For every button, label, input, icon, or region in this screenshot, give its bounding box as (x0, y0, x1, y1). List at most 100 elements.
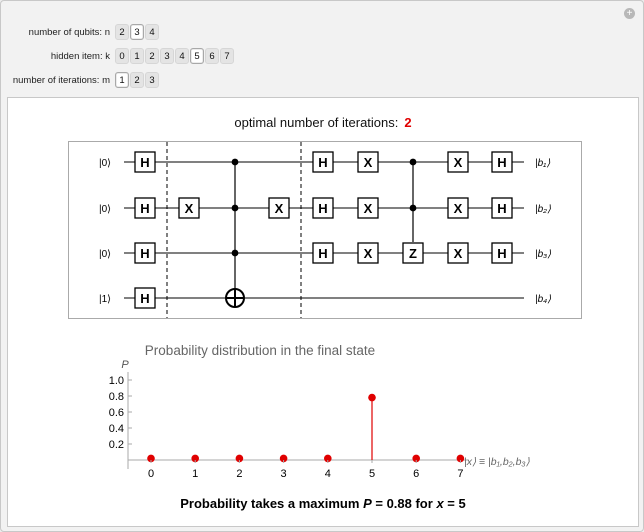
result-p-value: = 0.88 for (375, 496, 433, 511)
quantum-circuit: |0⟩ |0⟩ |0⟩ |1⟩ |b₁⟩ |b₂⟩ |b₃⟩ |b₄⟩ (68, 141, 582, 319)
x-gate: X (357, 197, 379, 219)
x-axis-label: |x⟩ ≡ |b₁,b₂,b₃⟩ (464, 456, 530, 468)
svg-text:H: H (318, 201, 327, 216)
svg-text:H: H (140, 201, 149, 216)
h-gate: H (491, 197, 513, 219)
option-button-1[interactable]: 1 (115, 72, 129, 88)
point-3 (279, 454, 288, 463)
result-p-label: P (363, 496, 372, 511)
svg-text:X: X (454, 246, 463, 261)
x-tick-label: 7 (457, 468, 463, 480)
y-tick-label: 0.6 (109, 407, 124, 419)
h-gate: H (312, 151, 334, 173)
svg-text:H: H (140, 291, 149, 306)
x-gate: X (178, 197, 200, 219)
h-gate: H (134, 287, 156, 309)
svg-text:X: X (364, 155, 373, 170)
h-gate: H (491, 151, 513, 173)
option-button-3[interactable]: 3 (130, 24, 144, 40)
svg-text:X: X (364, 201, 373, 216)
probability-chart: Probability distribution in the final st… (109, 343, 530, 480)
option-button-6[interactable]: 6 (205, 48, 219, 64)
y-tick-label: 1.0 (109, 375, 124, 387)
optimal-iterations: optimal number of iterations: 2 (8, 115, 638, 130)
control-dot-3 (231, 249, 239, 257)
option-button-2[interactable]: 2 (115, 24, 129, 40)
y-tick-label: 0.2 (109, 439, 124, 451)
x-tick-label: 2 (236, 468, 242, 480)
x-tick-label: 0 (148, 468, 154, 480)
x-gate: X (357, 151, 379, 173)
y-axis-label: P (121, 359, 129, 371)
h-gate: H (134, 242, 156, 264)
svg-text:H: H (497, 201, 506, 216)
control-dot-5 (409, 204, 417, 212)
point-0 (147, 454, 155, 463)
x-gate: X (357, 242, 379, 264)
z-gate: Z (402, 242, 424, 264)
option-button-3[interactable]: 3 (160, 48, 174, 64)
output-panel: optimal number of iterations: 2 |0⟩ |0⟩ |… (7, 97, 639, 527)
h-gate: H (491, 242, 513, 264)
point-7 (456, 454, 465, 463)
hidden-item-label: hidden item: k (50, 50, 110, 62)
option-button-3[interactable]: 3 (145, 72, 159, 88)
control-dot-2 (231, 204, 239, 212)
svg-text:H: H (318, 155, 327, 170)
h-gate: H (312, 242, 334, 264)
qubits-label: number of qubits: n (28, 26, 110, 38)
svg-text:X: X (275, 201, 284, 216)
option-button-2[interactable]: 2 (145, 48, 159, 64)
h-gate: H (134, 151, 156, 173)
option-button-4[interactable]: 4 (175, 48, 189, 64)
result-statement: Probability takes a maximum P = 0.88 for… (8, 496, 638, 511)
input-label-4: |1⟩ (99, 294, 111, 305)
svg-text:H: H (497, 155, 506, 170)
svg-text:H: H (140, 246, 149, 261)
optimal-label: optimal number of iterations: (234, 115, 399, 130)
svg-text:X: X (454, 201, 463, 216)
point-1 (191, 454, 199, 463)
x-tick-label: 4 (325, 468, 331, 480)
x-tick-label: 3 (281, 468, 287, 480)
svg-text:X: X (364, 246, 373, 261)
option-button-5[interactable]: 5 (190, 48, 204, 64)
optimal-value: 2 (404, 115, 412, 130)
svg-text:H: H (140, 155, 149, 170)
x-tick-label: 6 (413, 468, 419, 480)
svg-text:Z: Z (409, 246, 417, 261)
option-button-2[interactable]: 2 (130, 72, 144, 88)
option-button-7[interactable]: 7 (220, 48, 234, 64)
svg-text:H: H (318, 246, 327, 261)
gate-layer: H H H H X X H H H X X X Z X X X H H H (134, 151, 513, 309)
x-gate: X (447, 151, 469, 173)
input-label-3: |0⟩ (99, 249, 111, 260)
x-tick-label: 1 (192, 468, 198, 480)
output-label-1: |b₁⟩ (535, 158, 550, 169)
plus-icon[interactable]: + (624, 8, 635, 19)
y-tick-label: 0.8 (109, 391, 124, 403)
svg-text:X: X (454, 155, 463, 170)
option-button-1[interactable]: 1 (130, 48, 144, 64)
output-label-4: |b₄⟩ (535, 294, 551, 305)
x-tick-label: 5 (369, 468, 375, 480)
chart-title: Probability distribution in the final st… (145, 343, 375, 358)
svg-text:X: X (185, 201, 194, 216)
circuit-diagram: |0⟩ |0⟩ |0⟩ |1⟩ |b₁⟩ |b₂⟩ |b₃⟩ |b₄⟩ (99, 142, 551, 318)
x-gate: X (447, 242, 469, 264)
input-label-1: |0⟩ (99, 158, 111, 169)
point-6 (412, 454, 421, 463)
point-5 (368, 393, 376, 402)
x-gate: X (447, 197, 469, 219)
point-2 (235, 454, 244, 463)
h-gate: H (134, 197, 156, 219)
option-button-4[interactable]: 4 (145, 24, 159, 40)
option-button-0[interactable]: 0 (115, 48, 129, 64)
